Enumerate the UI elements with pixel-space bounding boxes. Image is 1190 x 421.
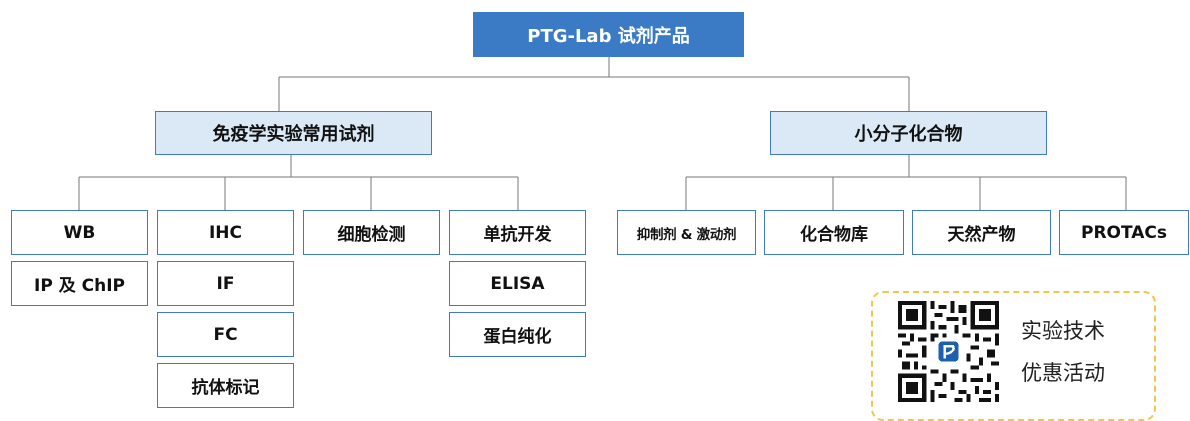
category-small-molecule-label: 小分子化合物 [854,124,963,145]
leaf-wb-label: WB [63,222,96,243]
category-immunology-label: 免疫学实验常用试剂 [212,124,375,145]
leaf-cell-detection-label: 细胞检测 [337,225,406,245]
leaf-if: IF [157,261,294,306]
leaf-cell-detection: 细胞检测 [303,210,440,255]
root-label: PTG-Lab 试剂产品 [527,25,690,47]
category-small-molecule: 小分子化合物 [770,111,1047,155]
leaf-ihc-label: IHC [208,222,243,243]
leaf-elisa-label: ELISA [490,273,545,294]
leaf-fc: FC [157,312,294,357]
leaf-mab-development: 单抗开发 [449,210,586,255]
leaf-natural-products-label: 天然产物 [947,225,1016,245]
leaf-protacs-label: PROTACs [1080,222,1168,243]
qr-code-icon[interactable] [898,301,999,402]
leaf-natural-products: 天然产物 [912,210,1051,255]
leaf-wb: WB [11,210,148,255]
leaf-protacs: PROTACs [1059,210,1189,255]
category-immunology: 免疫学实验常用试剂 [155,111,432,155]
connector-lines [78,57,1127,210]
leaf-fc-label: FC [213,324,238,345]
leaf-elisa: ELISA [449,261,586,306]
leaf-ihc: IHC [157,210,294,255]
leaf-inhibitors-agonists: 抑制剂 & 激动剂 [617,210,756,255]
leaf-mab-development-label: 单抗开发 [483,225,552,245]
promo-line-1: 实验技术 [1021,319,1105,343]
leaf-protein-purification: 蛋白纯化 [449,312,586,357]
leaf-inhibitors-agonists-label: 抑制剂 & 激动剂 [636,226,737,243]
leaf-antibody-label-text: 抗体标记 [191,378,260,398]
root-node: PTG-Lab 试剂产品 [473,12,744,57]
leaf-compound-library: 化合物库 [764,210,904,255]
leaf-ip-chip-label: IP 及 ChIP [34,276,125,296]
leaf-antibody-label: 抗体标记 [157,363,294,408]
promo-line-2: 优惠活动 [1021,361,1105,385]
leaf-compound-library-label: 化合物库 [800,225,868,245]
leaf-ip-chip: IP 及 ChIP [11,261,148,306]
leaf-if-label: IF [216,273,235,294]
leaf-protein-purification-label: 蛋白纯化 [483,327,552,347]
